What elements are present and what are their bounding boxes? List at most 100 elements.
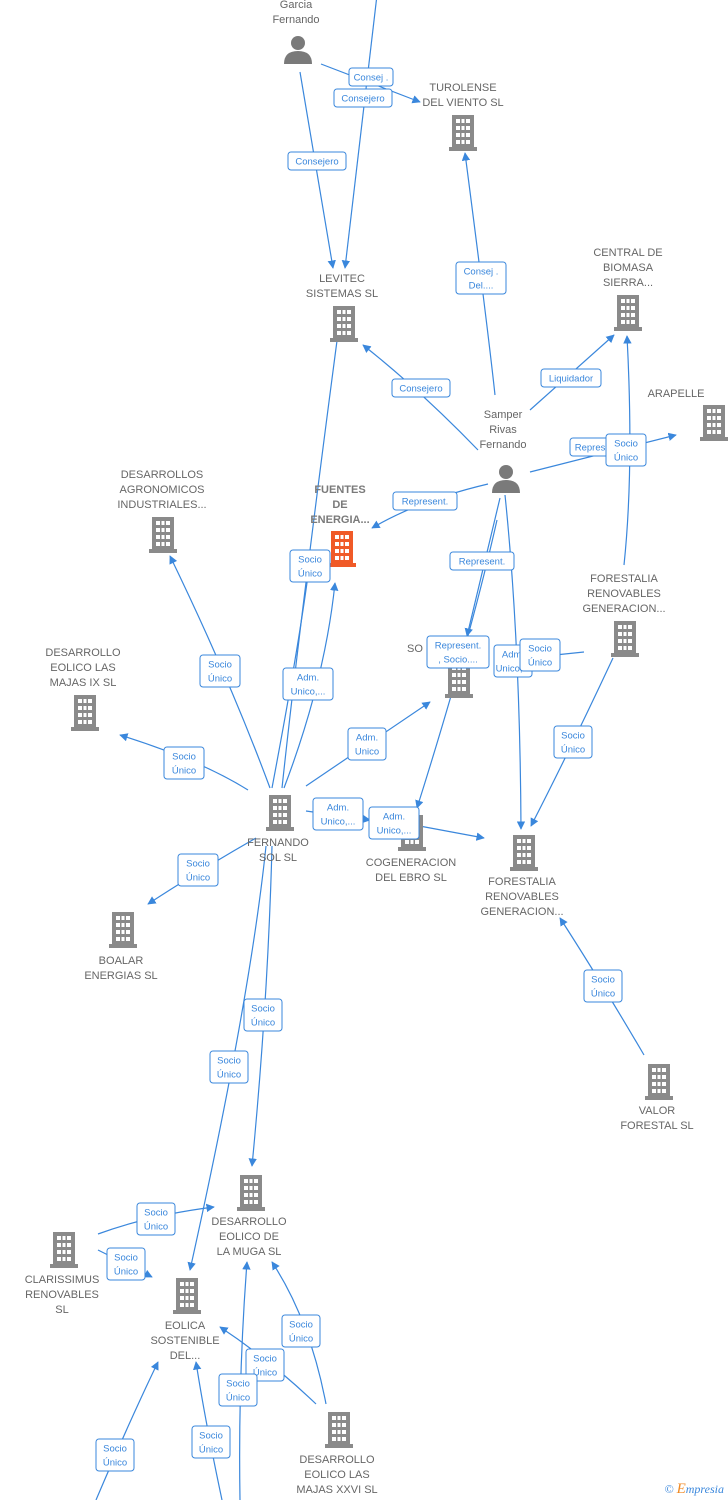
edge-label-text: Único — [591, 989, 615, 1000]
edge-label-text: Adm. — [383, 812, 405, 823]
edge-label-e13[interactable]: Adm.Unico,... — [282, 667, 334, 701]
node-label: BOALAR — [99, 955, 144, 967]
node-label: CENTRAL DE — [593, 247, 662, 259]
edge-label-text: Único — [528, 658, 552, 669]
edge-label-e3[interactable]: Consejero — [287, 151, 347, 171]
edge-label-text: Adm. — [356, 733, 378, 744]
edge-label-text: Único — [298, 569, 322, 580]
edge-label-e4[interactable]: Consej .Del.... — [455, 261, 507, 295]
node-label: SL — [55, 1304, 68, 1316]
node-label: EOLICO LAS — [50, 662, 115, 674]
edge-label-e9[interactable]: Represent. — [392, 491, 458, 511]
edge-label-e10[interactable]: Represent. — [449, 551, 515, 571]
node-label: SOSTENIBLE — [150, 1335, 219, 1347]
edge-label-text: Unico,... — [496, 664, 531, 675]
edge-line-e4 — [461, 152, 496, 396]
edge-label-text: Unico,... — [377, 826, 412, 837]
edge-label-text: Adm. — [297, 673, 319, 684]
node-forestalia1[interactable]: FORESTALIARENOVABLESGENERACION... — [582, 573, 666, 657]
node-forestalia2[interactable]: FORESTALIARENOVABLESGENERACION... — [480, 835, 564, 918]
node-label: DE — [332, 499, 347, 511]
edge-label-box — [333, 88, 393, 108]
node-agronomicos[interactable]: DESARROLLOSAGRONOMICOSINDUSTRIALES... — [117, 469, 207, 553]
node-arapelle[interactable]: ARAPELLE — [648, 388, 728, 441]
edge-label-e15[interactable]: Adm.Unico — [347, 727, 387, 761]
edge-label-box — [281, 1314, 321, 1348]
node-label: ARAPELLE — [648, 388, 705, 400]
node-fuentes[interactable]: FUENTESDEENERGIA... — [310, 484, 370, 567]
edge-label-text: Único — [186, 873, 210, 884]
edge-label-box — [553, 725, 593, 759]
edge-label-text: Único — [614, 453, 638, 464]
node-label: GENERACION... — [480, 906, 563, 918]
building-icon — [50, 1232, 78, 1268]
edge-label-box — [106, 1247, 146, 1281]
edge-line-e2 — [341, 0, 378, 269]
edge-label-box — [605, 433, 647, 467]
edge-label-box — [199, 654, 241, 688]
node-so[interactable]: SO — [407, 643, 473, 698]
edge-label-text: Socio — [289, 1320, 313, 1331]
node-label: INDUSTRIALES... — [117, 499, 206, 511]
edge-label-e2[interactable]: Consejero — [333, 88, 393, 108]
footer-brand[interactable]: © Empresia — [664, 1481, 724, 1498]
node-eolica[interactable]: EOLICASOSTENIBLEDEL... — [150, 1278, 220, 1362]
node-label: EOLICO LAS — [304, 1469, 369, 1481]
node-label: DEL... — [170, 1350, 201, 1362]
node-biomasa[interactable]: CENTRAL DEBIOMASASIERRA... — [593, 247, 663, 331]
edge-label-e6[interactable]: Liquidador — [540, 368, 602, 388]
building-icon — [149, 517, 177, 553]
edge-label-e5[interactable]: Consejero — [391, 378, 451, 398]
building-icon — [325, 1412, 353, 1448]
node-label: Fernando — [272, 14, 319, 26]
edge-label-text: Adm. — [502, 650, 524, 661]
edge-label-e21[interactable]: Adm.Unico,... — [312, 797, 364, 831]
node-label: DESARROLLO — [45, 647, 121, 659]
edge-label-box — [392, 491, 458, 511]
edge-label-box — [455, 261, 507, 295]
edge-label-text: Liquidador — [549, 374, 593, 385]
edge-label-text: Único — [253, 1368, 277, 1379]
edge-label-text: Socio — [528, 644, 552, 655]
edge-label-text: Único — [289, 1334, 313, 1345]
edge-label-e16[interactable]: Represent., Socio.... — [426, 635, 490, 669]
edge-label-box — [368, 806, 420, 840]
edge-label-e22[interactable]: Adm. Unico,... — [368, 806, 420, 840]
edge-label-box — [245, 1348, 285, 1382]
edge-label-text: Unico,... — [321, 817, 356, 828]
building-icon — [700, 405, 728, 441]
edge-label-e1[interactable]: Consej . — [348, 67, 394, 87]
edge-label-text: Socio — [103, 1444, 127, 1455]
node-label: MAJAS XXVI SL — [296, 1484, 377, 1496]
